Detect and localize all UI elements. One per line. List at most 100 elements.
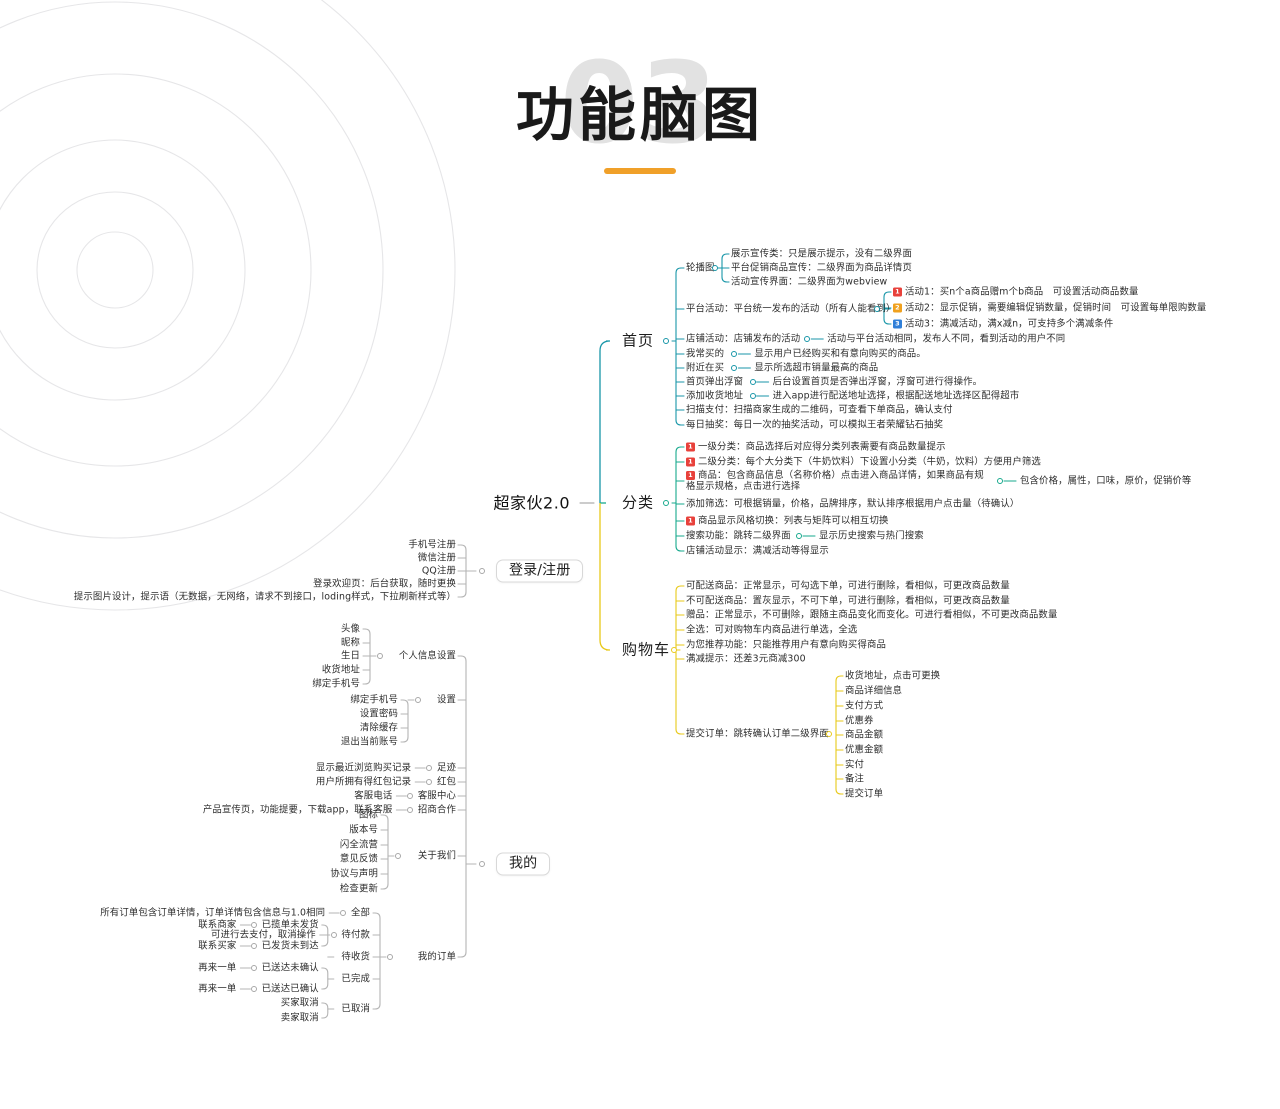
home-item-6[interactable]: 添加收货地址 — [686, 390, 744, 402]
about-us-item-3[interactable]: 意见反馈 — [339, 853, 378, 865]
mine-group-3-toggle[interactable] — [426, 779, 433, 785]
mine-group-3[interactable]: 红包 — [436, 776, 456, 788]
login-item-0[interactable]: 手机号注册 — [408, 539, 456, 551]
order-state-2-0-action[interactable]: 联系商家 — [198, 919, 237, 931]
cart-item-0[interactable]: 可配送商品：正常显示，可勾选下单，可进行删除，看相似，可更改商品数量 — [686, 580, 1010, 592]
cart-item-3[interactable]: 全选：可对购物车内商品进行单选，全选 — [686, 624, 858, 636]
settings-field-3[interactable]: 退出当前账号 — [340, 736, 398, 748]
submit-order-field-6[interactable]: 实付 — [845, 759, 865, 771]
mine-personal-info-toggle[interactable] — [377, 653, 383, 659]
cart-item-5[interactable]: 满减提示：还差3元商减300 — [686, 653, 806, 665]
order-tab-1[interactable]: 待付款 — [341, 929, 370, 941]
branch-mine[interactable]: 我的 — [496, 852, 551, 876]
submit-order-field-5[interactable]: 优惠金额 — [845, 744, 884, 756]
home-item-0-child-0[interactable]: 展示宣传类：只是展示提示，没有二级界面 — [731, 248, 912, 260]
login-item-2[interactable]: QQ注册 — [421, 565, 456, 577]
order-state-3-0[interactable]: 已送达未确认 — [261, 962, 319, 974]
settings-field-2[interactable]: 清除缓存 — [359, 722, 398, 734]
branch-category-toggle[interactable] — [663, 500, 669, 506]
root-node-chaojiahuo[interactable]: 超家伙2.0 — [493, 493, 570, 513]
order-tab-0[interactable]: 全部 — [350, 907, 370, 919]
personal-info-field-2[interactable]: 生日 — [340, 650, 360, 662]
home-item-4-toggle[interactable] — [731, 365, 738, 371]
branch-login-register[interactable]: 登录/注册 — [496, 559, 584, 583]
home-item-0-toggle[interactable] — [712, 265, 718, 271]
branch-home[interactable]: 首页 — [622, 331, 655, 350]
order-state-4-1[interactable]: 卖家取消 — [280, 1012, 319, 1024]
submit-order-field-7[interactable]: 备注 — [845, 773, 865, 785]
home-item-0-child-1[interactable]: 平台促销商品宣传：二级界面为商品详情页 — [731, 262, 912, 274]
home-item-7[interactable]: 扫描支付：扫描商家生成的二维码，可查看下单商品，确认支付 — [686, 404, 953, 416]
order-state-2-1[interactable]: 已发货未到达 — [261, 940, 319, 952]
order-tab-3[interactable]: 已完成 — [341, 973, 370, 985]
mine-my-orders-toggle[interactable] — [387, 954, 393, 960]
order-tab-4[interactable]: 已取消 — [341, 1003, 370, 1015]
about-us-item-2[interactable]: 闪全流营 — [339, 839, 378, 851]
personal-info-field-0[interactable]: 头像 — [340, 623, 360, 635]
mine-my-orders[interactable]: 我的订单 — [417, 951, 456, 963]
personal-info-field-4[interactable]: 绑定手机号 — [312, 678, 360, 690]
mine-about-us[interactable]: 关于我们 — [417, 850, 456, 862]
home-item-3[interactable]: 我常买的 — [686, 348, 725, 360]
mine-about-us-toggle[interactable] — [395, 853, 401, 859]
home-item-2[interactable]: 店铺活动：店铺发布的活动 — [686, 333, 801, 345]
settings-field-1[interactable]: 设置密码 — [359, 708, 398, 720]
order-state-4-0[interactable]: 买家取消 — [280, 997, 319, 1009]
order-tab-0-toggle[interactable] — [340, 910, 347, 916]
category-item-5-toggle[interactable] — [796, 533, 802, 539]
mine-settings[interactable]: 设置 — [436, 694, 456, 706]
about-us-item-5[interactable]: 检查更新 — [339, 883, 378, 895]
mine-group-2-toggle[interactable] — [426, 765, 433, 771]
branch-cart-toggle[interactable] — [671, 647, 677, 653]
mine-group-5-toggle[interactable] — [407, 807, 414, 813]
home-item-8[interactable]: 每日抽奖：每日一次的抽奖活动，可以模拟王者荣耀钻石抽奖 — [686, 419, 944, 431]
branch-mine-toggle[interactable] — [479, 861, 485, 867]
submit-order-field-1[interactable]: 商品详细信息 — [845, 685, 903, 697]
cart-item-6[interactable]: 提交订单：跳转确认订单二级界面 — [686, 728, 829, 740]
order-state-3-1-action[interactable]: 再来一单 — [198, 983, 237, 995]
submit-order-field-0[interactable]: 收货地址，点击可更换 — [845, 670, 941, 682]
branch-category[interactable]: 分类 — [622, 493, 655, 512]
cart-item-2[interactable]: 赠品：正常显示，不可删除，跟随主商品变化而变化。可进行看相似，不可更改商品数量 — [686, 609, 1058, 621]
login-item-3[interactable]: 登录欢迎页：后台获取，随时更换 — [313, 578, 456, 590]
order-state-3-1[interactable]: 已送达已确认 — [261, 983, 319, 995]
home-item-5-toggle[interactable] — [749, 379, 756, 385]
home-item-0[interactable]: 轮播图 — [686, 262, 715, 274]
category-item-6[interactable]: 店铺活动显示：满减活动等得显示 — [686, 545, 829, 557]
branch-login-toggle[interactable] — [479, 568, 485, 574]
cart-item-1[interactable]: 不可配送商品：置灰显示，不可下单，可进行删除，看相似，可更改商品数量 — [686, 595, 1010, 607]
home-item-2-toggle[interactable] — [804, 336, 811, 342]
home-item-0-child-2[interactable]: 活动宣传界面：二级界面为webview — [731, 276, 888, 288]
settings-field-0[interactable]: 绑定手机号 — [350, 694, 398, 706]
home-item-5[interactable]: 首页弹出浮窗 — [686, 376, 744, 388]
mine-settings-toggle[interactable] — [415, 697, 421, 703]
order-tab-2[interactable]: 待收货 — [341, 951, 370, 963]
category-item-2-toggle[interactable] — [997, 478, 1003, 484]
mine-personal-info[interactable]: 个人信息设置 — [398, 650, 456, 662]
mine-group-5[interactable]: 招商合作 — [417, 804, 456, 816]
cart-item-4[interactable]: 为您推荐功能：只能推荐用户有意向购买得商品 — [686, 639, 887, 651]
personal-info-field-3[interactable]: 收货地址 — [321, 664, 360, 676]
home-item-6-toggle[interactable] — [749, 393, 756, 399]
about-us-item-0[interactable]: 图标 — [358, 809, 378, 821]
category-item-5[interactable]: 搜索功能：跳转二级界面 — [686, 530, 791, 542]
login-item-1[interactable]: 微信注册 — [417, 552, 456, 564]
order-state-2-1-action[interactable]: 联系买家 — [198, 940, 237, 952]
personal-info-field-1[interactable]: 昵称 — [340, 637, 360, 649]
cart-item-6-toggle[interactable] — [826, 731, 832, 737]
submit-order-field-2[interactable]: 支付方式 — [845, 700, 884, 712]
category-item-3[interactable]: 添加筛选：可根据销量，价格，品牌排序，默认排序根据用户点击量（待确认） — [686, 498, 1020, 510]
order-state-3-0-action[interactable]: 再来一单 — [198, 962, 237, 974]
about-us-item-1[interactable]: 版本号 — [349, 824, 378, 836]
home-item-1-toggle[interactable] — [874, 306, 880, 312]
order-tab-1-toggle[interactable] — [330, 932, 337, 938]
order-state-2-0[interactable]: 已揽单未发货 — [261, 919, 319, 931]
submit-order-field-3[interactable]: 优惠券 — [845, 715, 874, 727]
